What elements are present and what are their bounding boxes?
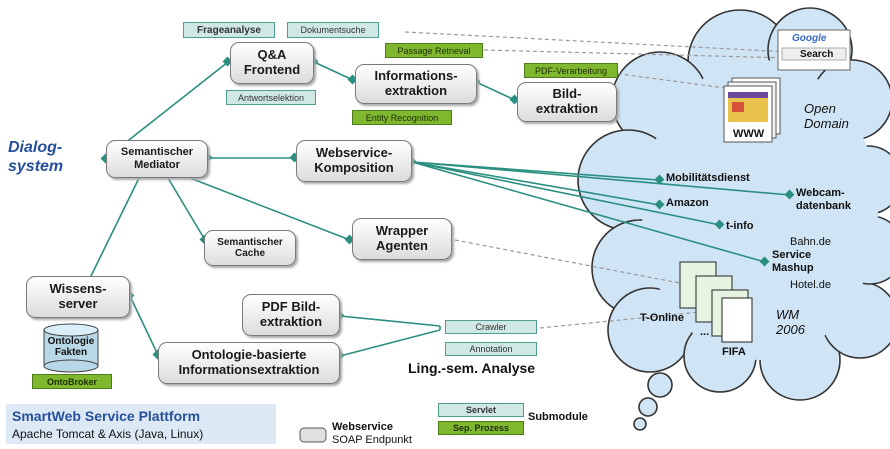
legend-sep-prozess-tag: Sep. Prozess	[438, 421, 524, 435]
legend-platform-title: SmartWeb Service Plattform	[12, 408, 201, 424]
bildextraktion-node: Bild- extraktion	[517, 82, 617, 122]
webservice-komposition-node: Webservice- Komposition	[296, 140, 412, 182]
crawler-tag: Crawler	[445, 320, 537, 334]
amazon-label: Amazon	[666, 197, 709, 209]
google-logo-label: Google	[792, 33, 827, 44]
legend-soap-label: SOAP Endpunkt	[332, 434, 412, 446]
fifa-label: FIFA	[722, 346, 746, 358]
www-pages	[723, 77, 781, 143]
ellipsis-label: ...	[700, 326, 710, 338]
legend-submodule-label: Submodule	[528, 411, 588, 423]
legend-webservice-label: Webservice	[332, 421, 393, 433]
ling-sem-analyse-label: Ling.-sem. Analyse	[408, 360, 536, 376]
wrapper-agenten-node: Wrapper Agenten	[352, 218, 452, 260]
semantischer-mediator-node: Semantischer Mediator	[106, 140, 208, 178]
entity-recognition-tag: Entity Recognition	[352, 110, 452, 125]
frageanalyse-tag: Frageanalyse	[183, 22, 275, 38]
semantischer-cache-node: Semantischer Cache	[204, 230, 296, 266]
pdf-verarbeitung-tag: PDF-Verarbeitung	[524, 63, 618, 78]
www-label: WWW	[733, 128, 765, 140]
ontologie-informationsextraktion-node: Ontologie-basierte Informationsextraktio…	[158, 342, 340, 384]
legend-webservice-icon	[299, 427, 327, 443]
mobilitaetsdienst-label: Mobilitätsdienst	[666, 172, 750, 184]
legend-platform-box	[6, 404, 276, 444]
document-stack	[679, 261, 753, 343]
open-domain-label: Open Domain	[804, 101, 849, 131]
wissensserver-node: Wissens- server	[26, 276, 130, 318]
connector-links	[89, 61, 791, 357]
legend-platform-sub: Apache Tomcat & Axis (Java, Linux)	[12, 427, 204, 441]
wm-2006-label: WM 2006	[776, 307, 805, 337]
ontologie-fakten-label: Ontologie Fakten	[47, 336, 95, 358]
informationsextraktion-node: Informations- extraktion	[355, 64, 477, 104]
legend-servlet-tag: Servlet	[438, 403, 524, 417]
ontologie-database-icon	[43, 323, 99, 373]
webcam-datenbank-label: Webcam- datenbank	[796, 187, 852, 212]
search-label: Search	[800, 49, 834, 60]
dashed-links	[404, 31, 791, 329]
hotel-de-label: Hotel.de	[790, 279, 831, 291]
qa-frontend-node: Q&A Frontend	[230, 42, 314, 84]
ontobroker-tag: OntoBroker	[32, 374, 112, 389]
service-mashup-label: Service Mashup	[772, 249, 814, 274]
dialogsystem-label: Dialog- system	[8, 139, 64, 176]
dokumentsuche-tag: Dokumentsuche	[287, 22, 379, 38]
t-online-label: T-Online	[640, 312, 684, 324]
passage-retrieval-tag: Passage Retrieval	[385, 43, 483, 58]
pdf-bildextraktion-node: PDF Bild- extraktion	[242, 294, 340, 336]
antwortselektion-tag: Antwortselektion	[226, 90, 316, 105]
t-info-label: t-info	[726, 220, 754, 232]
google-search-box	[777, 29, 851, 71]
annotation-tag: Annotation	[445, 342, 537, 356]
bahn-de-label: Bahn.de	[790, 236, 831, 248]
